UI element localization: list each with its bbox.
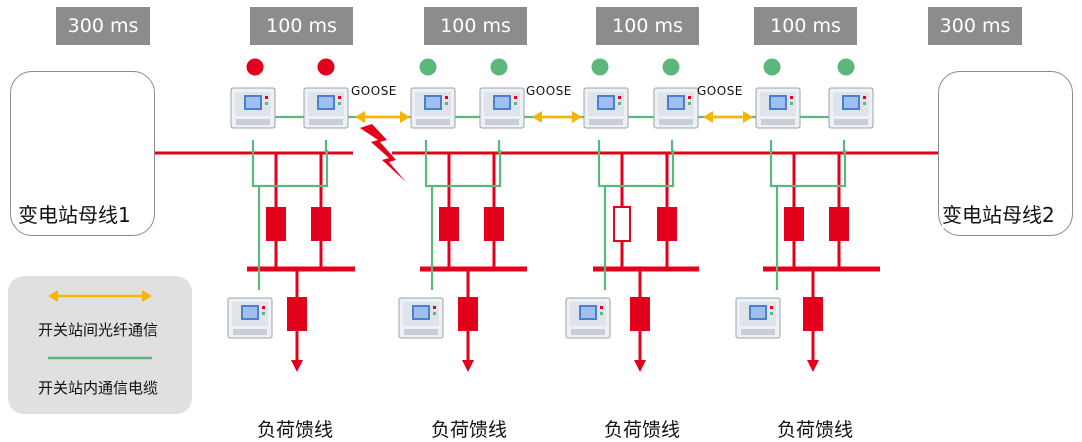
timing-tag-switch-station-1: 100 ms xyxy=(250,7,353,45)
status-indicator-6 xyxy=(662,58,680,76)
feeder-arrow-4 xyxy=(807,360,819,372)
goose-label-1: GOOSE xyxy=(351,84,397,98)
goose-arrow-left-2 xyxy=(532,111,542,123)
comm-cable-loop-1 xyxy=(251,140,329,188)
comm-cable-loop-2 xyxy=(424,140,502,188)
status-indicator-7 xyxy=(763,58,781,76)
legend-cable-label: 开关站内通信电缆 xyxy=(38,379,159,397)
timing-tag-right-substation: 300 ms xyxy=(928,7,1022,45)
feeder-arrow-2 xyxy=(462,360,474,372)
fiber-legend-arrow-icon xyxy=(48,290,152,302)
feeder-label-4: 负荷馈线 xyxy=(776,419,853,441)
breaker-open-5 xyxy=(613,206,631,242)
relay-top-7 xyxy=(755,87,801,129)
feeder-label-3: 负荷馈线 xyxy=(603,419,680,441)
status-indicator-8 xyxy=(837,58,855,76)
relay-bottom-3 xyxy=(565,297,611,339)
breaker-4 xyxy=(484,207,504,241)
relay-top-8 xyxy=(828,87,874,129)
relay-top-5 xyxy=(583,87,629,129)
comm-cable-loop-4 xyxy=(769,140,847,188)
breaker-7 xyxy=(784,207,804,241)
relay-top-3 xyxy=(410,87,456,129)
substation-1-label: 变电站母线1 xyxy=(18,199,131,228)
status-indicator-5 xyxy=(591,58,609,76)
relay-top-1 xyxy=(230,87,276,129)
lightning-bolt-icon xyxy=(360,124,406,182)
relay-bottom-4 xyxy=(735,297,781,339)
feeder-label-1: 负荷馈线 xyxy=(256,419,333,441)
goose-arrow-right-2 xyxy=(572,111,582,123)
legend-box: 开关站间光纤通信 开关站内通信电缆 xyxy=(8,276,192,414)
goose-arrow-right-3 xyxy=(743,111,753,123)
feeder-label-2: 负荷馈线 xyxy=(430,419,507,441)
goose-label-2: GOOSE xyxy=(526,84,572,98)
status-indicator-1 xyxy=(246,58,264,76)
breaker-2 xyxy=(311,207,331,241)
timing-tag-switch-station-3: 100 ms xyxy=(596,7,699,45)
comm-cable-loop-3 xyxy=(597,140,675,188)
feeder-breaker-2 xyxy=(458,297,478,331)
relay-bottom-1 xyxy=(227,297,273,339)
legend-graphics xyxy=(48,290,152,360)
timing-tag-switch-station-2: 100 ms xyxy=(424,7,527,45)
substation-2-label: 变电站母线2 xyxy=(942,199,1055,228)
goose-label-3: GOOSE xyxy=(697,84,743,98)
feeder-arrow-1 xyxy=(291,360,303,372)
status-indicator-2 xyxy=(317,58,335,76)
breaker-3 xyxy=(439,207,459,241)
relay-top-2 xyxy=(303,87,349,129)
relay-top-4 xyxy=(479,87,525,129)
feeder-breaker-1 xyxy=(287,297,307,331)
status-indicator-3 xyxy=(419,58,437,76)
relay-bottom-2 xyxy=(398,297,444,339)
legend-fiber-label: 开关站间光纤通信 xyxy=(38,321,159,339)
relay-top-6 xyxy=(653,87,699,129)
feeder-breaker-4 xyxy=(803,297,823,331)
timing-tag-switch-station-4: 100 ms xyxy=(754,7,857,45)
breaker-1 xyxy=(266,207,286,241)
status-indicator-4 xyxy=(490,58,508,76)
timing-tag-left-substation: 300 ms xyxy=(56,7,150,45)
feeder-breaker-3 xyxy=(630,297,650,331)
goose-arrow-right-1 xyxy=(400,111,410,123)
goose-arrow-left-1 xyxy=(355,111,365,123)
breaker-8 xyxy=(829,207,849,241)
goose-arrow-left-3 xyxy=(703,111,713,123)
breaker-6 xyxy=(657,207,677,241)
feeder-arrow-3 xyxy=(634,360,646,372)
